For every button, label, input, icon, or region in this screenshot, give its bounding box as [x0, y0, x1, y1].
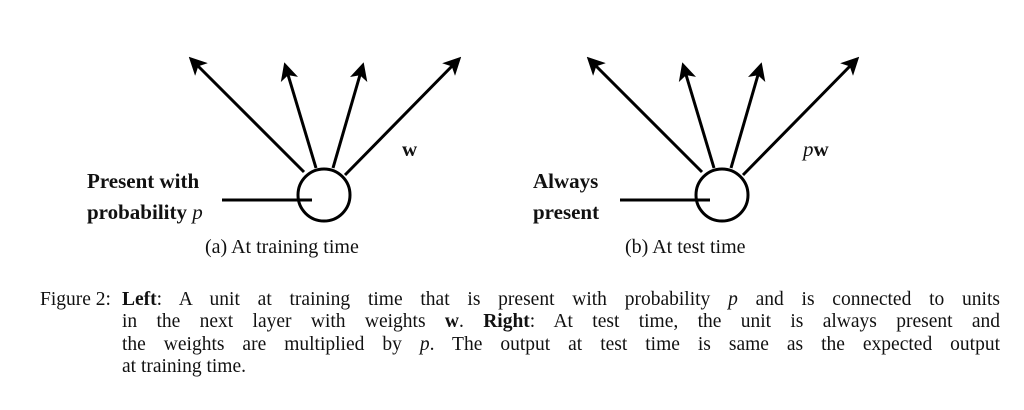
unit-node	[296, 167, 352, 223]
figure-number: Figure 2:	[40, 289, 111, 310]
label-line: present	[533, 200, 600, 224]
output-arrow-4	[343, 56, 462, 177]
weight-symbol: w	[813, 137, 829, 161]
caption-bold: Right	[483, 311, 530, 333]
caption-bold: Left	[122, 289, 157, 310]
label-line: Always	[533, 169, 599, 193]
label-text: probability	[87, 200, 187, 224]
probability-variable: p	[192, 200, 203, 224]
weight-label: w	[402, 137, 418, 161]
caption-text: : At test time, the unit is always prese…	[529, 311, 1001, 333]
training-unit-diagram	[188, 56, 462, 223]
caption-text: . The output at test time is same as the…	[429, 333, 1000, 355]
label-line: probability p	[87, 197, 203, 228]
output-arrow-1	[586, 56, 704, 174]
caption-line: Left: A unit at training time that is pr…	[122, 289, 1000, 311]
caption-text: the weights are multiplied by	[122, 333, 420, 355]
output-arrow-3	[729, 62, 766, 169]
test-input-label: Always present	[533, 166, 599, 228]
test-unit-diagram	[586, 56, 860, 223]
output-arrow-4	[741, 56, 860, 177]
label-line: Present with	[87, 169, 200, 193]
output-arrow-3	[331, 62, 368, 169]
caption-text: and is connected to units	[737, 289, 1000, 310]
subcaption-a: (a) At training time	[205, 236, 359, 258]
caption-bold: w	[444, 311, 459, 333]
caption-line: the weights are multiplied by p. The out…	[122, 334, 1000, 356]
output-arrow-2	[678, 62, 716, 169]
figure-caption: Left: A unit at training time that is pr…	[122, 289, 1000, 378]
caption-variable: p	[419, 333, 430, 355]
caption-variable: p	[728, 289, 738, 310]
probability-variable: p	[803, 137, 814, 161]
caption-line: at training time.	[122, 356, 1000, 378]
output-arrow-1	[188, 56, 306, 174]
output-arrow-2	[280, 62, 318, 169]
caption-text: : A unit at training time that is presen…	[156, 289, 729, 310]
caption-line: in the next layer with weights w. Right:…	[122, 311, 1000, 333]
scaled-weight-label: pw	[803, 137, 829, 162]
subcaption-b: (b) At test time	[625, 236, 746, 258]
caption-text: at training time.	[122, 355, 247, 377]
caption-text: in the next layer with weights	[122, 311, 445, 333]
caption-text: .	[458, 311, 484, 333]
training-input-label: Present with probability p	[87, 166, 203, 228]
unit-node	[694, 167, 750, 223]
